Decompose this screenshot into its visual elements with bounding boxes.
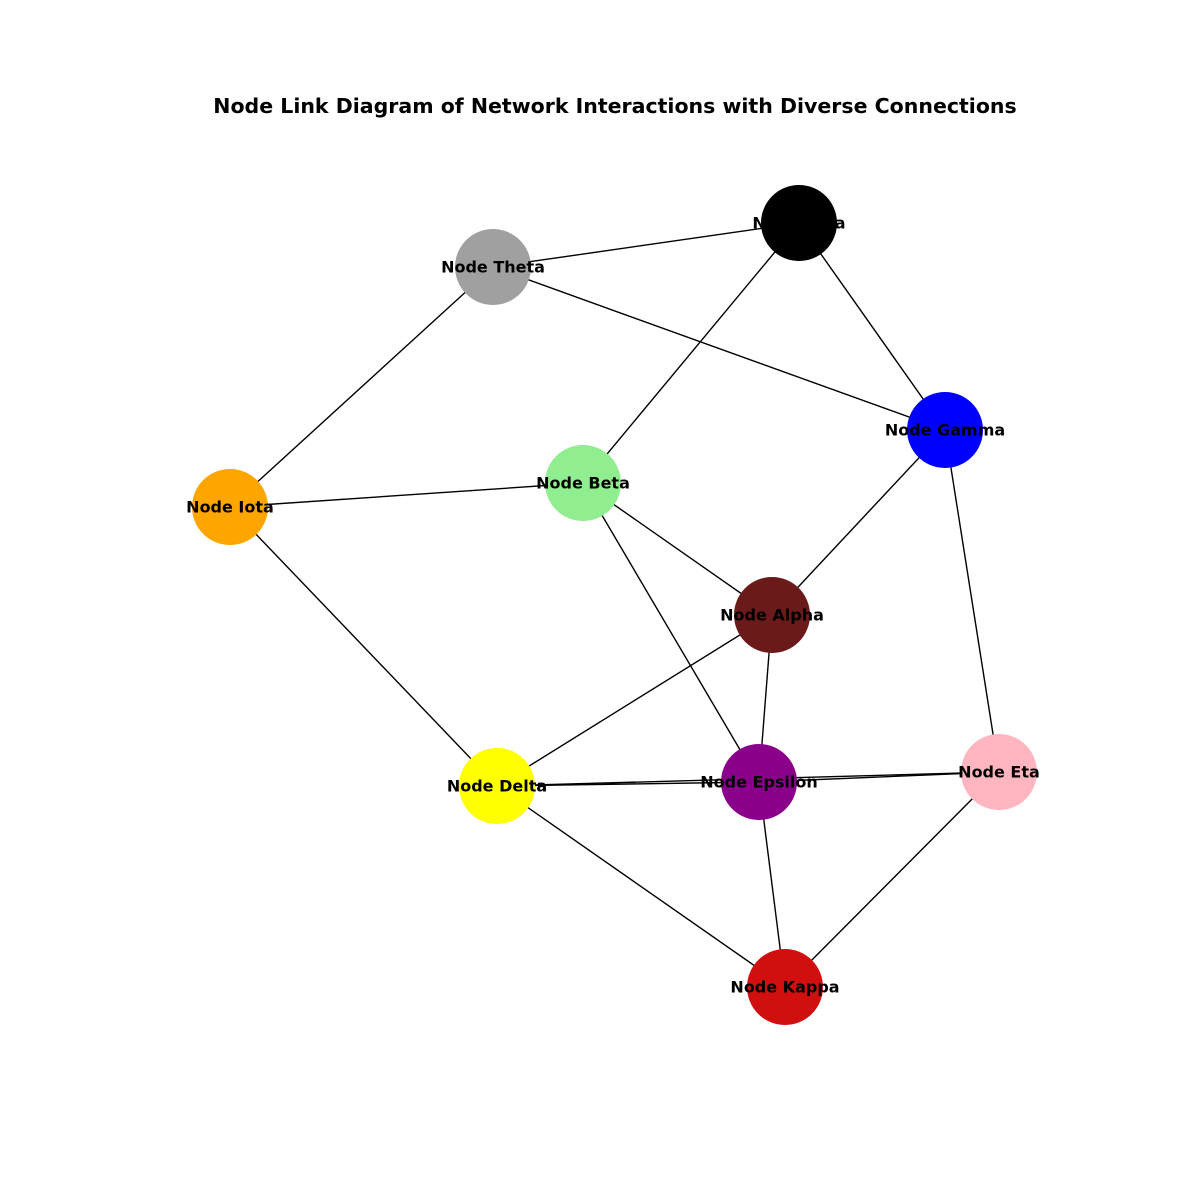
edge-beta-alpha xyxy=(582,482,773,616)
edge-gamma-alpha xyxy=(771,429,946,616)
node-eta xyxy=(961,734,1037,810)
edge-theta-zeta xyxy=(492,222,800,268)
node-alpha xyxy=(734,577,810,653)
node-label-epsilon: Node Epsilon xyxy=(700,773,818,792)
edge-delta-kappa xyxy=(496,785,786,988)
node-label-eta: Node Eta xyxy=(958,763,1040,782)
node-delta xyxy=(459,748,535,824)
edge-gamma-eta xyxy=(944,429,1000,773)
node-label-beta: Node Beta xyxy=(536,474,630,493)
diagram-title: Node Link Diagram of Network Interaction… xyxy=(213,94,1017,118)
node-iota xyxy=(192,469,268,545)
edge-theta-gamma xyxy=(492,266,946,431)
node-label-theta: Node Theta xyxy=(441,258,545,277)
node-label-kappa: Node Kappa xyxy=(730,978,839,997)
edge-alpha-delta xyxy=(496,614,773,787)
edge-zeta-beta xyxy=(582,222,800,484)
edge-theta-iota xyxy=(229,266,494,508)
node-gamma xyxy=(907,392,983,468)
node-beta xyxy=(545,445,621,521)
node-label-delta: Node Delta xyxy=(447,777,547,796)
node-zeta xyxy=(761,185,837,261)
node-label-iota: Node Iota xyxy=(186,498,274,517)
node-kappa xyxy=(747,949,823,1025)
edge-iota-beta xyxy=(229,482,584,508)
edge-layer xyxy=(229,222,1000,988)
node-theta xyxy=(455,229,531,305)
edge-iota-delta xyxy=(229,506,498,787)
edge-beta-epsilon xyxy=(582,482,760,783)
node-epsilon xyxy=(721,744,797,820)
node-layer xyxy=(192,185,1037,1025)
node-label-alpha: Node Alpha xyxy=(720,606,824,625)
edge-epsilon-eta xyxy=(758,771,1000,783)
edge-zeta-gamma xyxy=(798,222,946,431)
edge-eta-kappa xyxy=(784,771,1000,988)
node-label-zeta: Node Zeta xyxy=(752,214,845,233)
node-label-gamma: Node Gamma xyxy=(885,421,1005,440)
